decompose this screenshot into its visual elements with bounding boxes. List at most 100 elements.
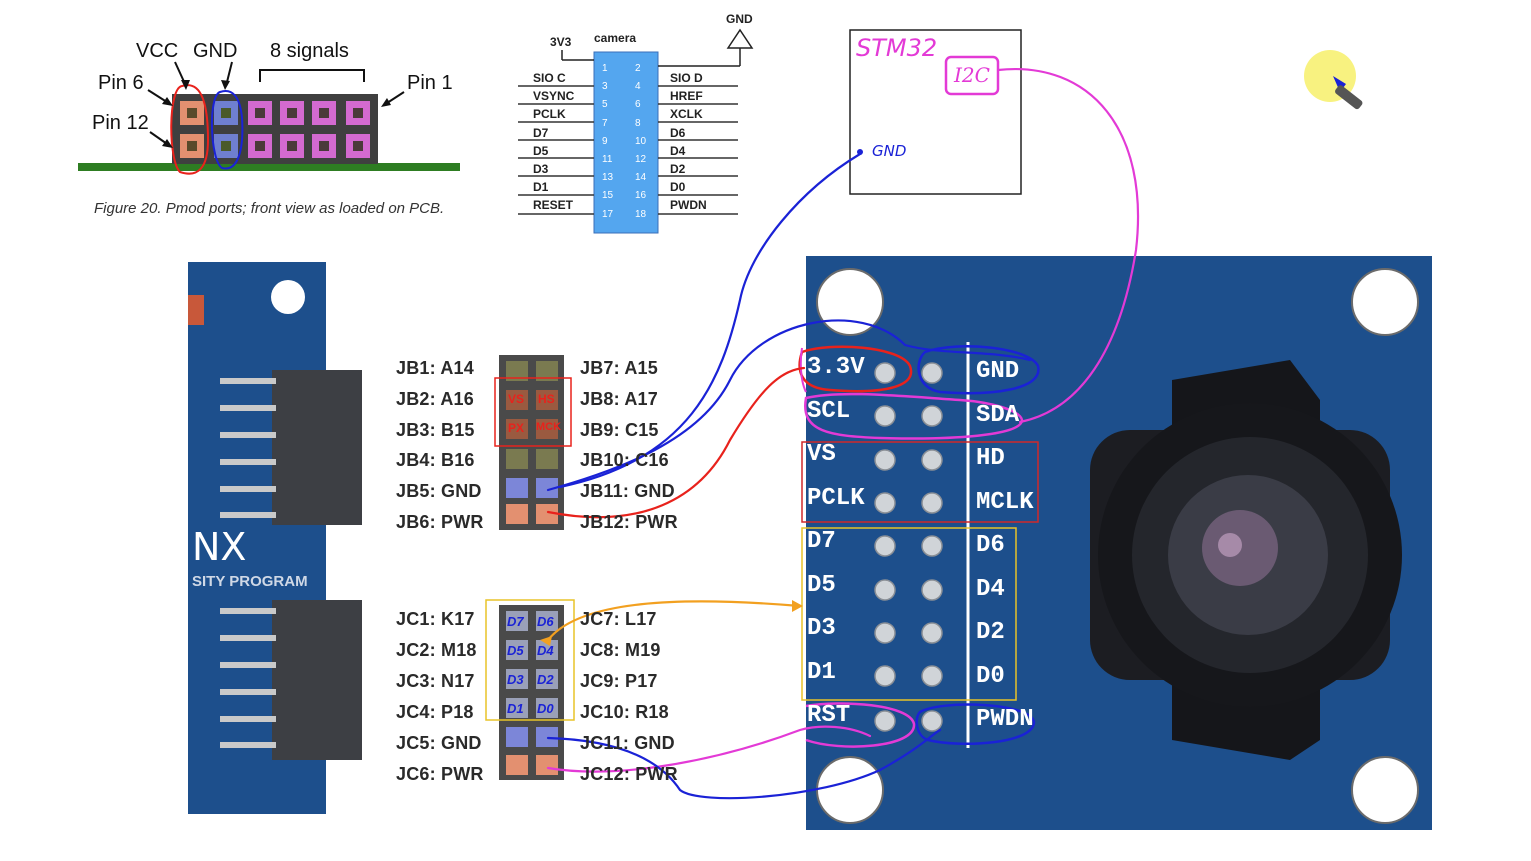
camera-header-block	[593, 51, 659, 234]
jb-pins	[506, 361, 558, 524]
module-pin-label: MCLK	[976, 488, 1034, 516]
camera-right-label: D0	[670, 180, 686, 195]
module-pin-label: D7	[807, 528, 836, 555]
pmod-pin6-label: Pin 6	[98, 72, 144, 94]
stm32-i2c-label: I2C	[954, 63, 990, 87]
pmod-pcb-strip	[78, 163, 460, 171]
jc-annot: D2	[537, 672, 554, 687]
jc-pins	[506, 611, 558, 775]
camera-left-label: PCLK	[533, 107, 566, 122]
camera-header-3v3: 3V3	[550, 35, 572, 49]
pmod-gnd-label: GND	[193, 40, 238, 62]
camera-header-gnd: GND	[726, 12, 753, 26]
jc-annot: D7	[507, 614, 524, 629]
module-right-labels: GND SDA HD MCLK D6 D4 D2 D0 PWDN	[976, 358, 1034, 750]
jc-annot-left: D7 D5 D3 D1	[507, 614, 524, 730]
jb-right-labels: JB7: A15 JB8: A17 JB9: C15 JB10: C16 JB1…	[580, 358, 678, 543]
module-pin-label: D2	[976, 619, 1005, 646]
pin-number: 10	[635, 135, 647, 147]
pin-number: 5	[602, 99, 608, 111]
jc-pin-label: JC10: R18	[580, 702, 669, 722]
jc-pin-label: JC4: P18	[396, 702, 474, 722]
jb-highlight-box	[494, 377, 572, 447]
module-pin-label: PWDN	[976, 706, 1034, 733]
camera-right-label: XCLK	[670, 107, 703, 122]
pmod-figure-drawing	[78, 61, 460, 175]
jc-annot: D3	[507, 672, 524, 687]
jc-annot: D0	[537, 701, 554, 716]
jb-pin-label: JB3: B15	[396, 419, 475, 440]
camera-header-left-nums: 1 3 5 7 9 11 13 15 17	[602, 63, 613, 227]
wire-i2c-sda	[996, 67, 1140, 424]
module-pin-label: PCLK	[807, 484, 865, 512]
module-left-labels: 3.3V SCL VS PCLK D7 D5 D3 D1 RST	[807, 354, 865, 746]
camera-right-label: HREF	[670, 89, 703, 104]
pmod-pin12-label: Pin 12	[92, 112, 149, 134]
jc-pin-label: JC9: P17	[580, 671, 658, 691]
jc-highlight-box	[485, 599, 575, 721]
fpga-board-drawing	[188, 262, 362, 814]
camera-module-pins	[874, 362, 943, 732]
module-pin-label: 3.3V	[807, 354, 865, 381]
pmod-pin1-label: Pin 1	[407, 72, 453, 94]
module-pin-label: D5	[807, 571, 836, 599]
jb-connector-body	[499, 355, 564, 530]
pin-number: 1	[602, 63, 608, 74]
pin-number: 3	[602, 81, 608, 93]
camera-module-drawing	[806, 256, 1432, 830]
stm32-i2c-box	[944, 55, 1000, 96]
pin-number: 11	[602, 153, 613, 165]
module-highlights	[798, 345, 1040, 748]
jb-pin-label: JB9: C15	[580, 419, 659, 440]
pin-number: 13	[602, 172, 614, 184]
fpga-program-fragment: SITY PROGRAM	[192, 573, 308, 590]
wire-jc-data	[546, 600, 802, 642]
jb-annot-mck: MCK	[536, 421, 562, 433]
module-pin-label: D0	[976, 662, 1005, 690]
module-pin-label: RST	[807, 702, 851, 729]
jc-header-drawing	[485, 599, 575, 780]
module-pin-label: D1	[807, 658, 836, 686]
pin-number: 16	[635, 190, 647, 202]
camera-left-label: SIO C	[533, 71, 566, 85]
ground-symbol	[726, 28, 754, 49]
jb-annot-px: PX	[508, 421, 525, 435]
camera-left-label: D1	[533, 180, 549, 195]
jb-annot-hs: HS	[538, 392, 555, 406]
jc-left-labels: JC1: K17 JC2: M18 JC3: N17 JC4: P18 JC5:…	[396, 609, 484, 795]
jb-pin-label: JB11: GND	[580, 481, 675, 502]
jc-right-labels: JC7: L17 JC8: M19 JC9: P17 JC10: R18 JC1…	[580, 609, 678, 795]
camera-header-right-labels: SIO D HREF XCLK D6 D4 D2 D0 PWDN	[670, 71, 707, 217]
camera-left-label: D5	[533, 143, 549, 158]
fpga-connector-bottom	[272, 600, 362, 760]
pmod-pins-top	[180, 101, 370, 125]
module-pin-label: D6	[976, 532, 1005, 559]
jb-left-labels: JB1: A14 JB2: A16 JB3: B15 JB4: B16 JB5:…	[396, 358, 484, 543]
jb-pin-label: JB12: PWR	[580, 511, 678, 532]
stm32-gnd-label: GND	[872, 142, 907, 160]
camera-right-label: D4	[670, 143, 686, 158]
stm32-title: STM32	[856, 34, 938, 62]
jc-annot: D5	[507, 643, 524, 658]
fpga-logo-fragment: NX	[192, 525, 247, 569]
pin-number: 8	[635, 117, 641, 129]
pin-number: 18	[635, 208, 647, 220]
camera-left-label: VSYNC	[533, 89, 575, 104]
module-pin-label: SCL	[807, 397, 851, 425]
pin-number: 12	[635, 153, 647, 165]
jb-pin-label: JB10: C16	[580, 450, 669, 471]
camera-header-title: camera	[594, 31, 637, 45]
jc-pin-label: JC11: GND	[580, 733, 675, 753]
pin-number: 9	[602, 135, 608, 147]
pmod-vcc-label: VCC	[136, 40, 179, 62]
pin-number: 7	[602, 117, 608, 129]
jb-pin-label: JB6: PWR	[396, 511, 484, 532]
pmod-vcc-circle	[170, 84, 210, 175]
wire-jc-pwdn	[546, 728, 942, 800]
camera-header-left-labels: SIO C VSYNC PCLK D7 D5 D3 D1 RESET	[533, 71, 574, 217]
camera-left-label: D3	[533, 161, 549, 176]
jc-pin-label: JC5: GND	[396, 733, 482, 753]
camera-right-label: D6	[670, 125, 686, 140]
jc-annot-right: D6 D4 D2 D0	[537, 614, 554, 730]
jb-pin-label: JB5: GND	[396, 481, 482, 502]
